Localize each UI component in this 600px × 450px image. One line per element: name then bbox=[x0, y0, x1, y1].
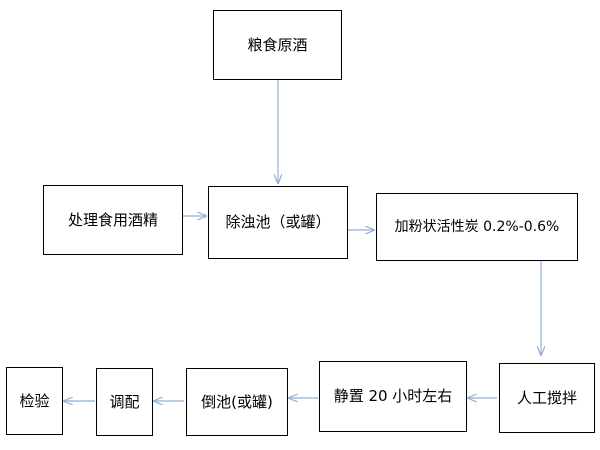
node-label: 加粉状活性炭 0.2%-0.6% bbox=[395, 219, 560, 235]
node-label: 倒池(或罐) bbox=[201, 393, 273, 411]
node-blending: 调配 bbox=[96, 368, 153, 436]
node-box bbox=[6, 367, 63, 435]
node-label: 人工搅拌 bbox=[517, 389, 577, 407]
edges bbox=[64, 80, 541, 401]
node-box bbox=[208, 186, 348, 259]
node-add-powdered-activated-carbon: 加粉状活性炭 0.2%-0.6% bbox=[376, 193, 578, 261]
node-box bbox=[186, 368, 288, 436]
node-label: 粮食原酒 bbox=[247, 36, 307, 54]
node-box bbox=[499, 363, 595, 433]
node-processed-edible-alcohol: 处理食用酒精 bbox=[43, 185, 183, 255]
node-inspection: 检验 bbox=[6, 367, 63, 435]
node-label: 调配 bbox=[109, 393, 139, 411]
node-transfer-tank: 倒池(或罐) bbox=[186, 368, 288, 436]
node-box bbox=[43, 185, 183, 255]
node-label: 静置 20 小时左右 bbox=[334, 387, 453, 405]
node-standing-20-hours: 静置 20 小时左右 bbox=[319, 361, 467, 432]
node-box bbox=[96, 368, 153, 436]
node-label: 处理食用酒精 bbox=[68, 211, 158, 229]
node-manual-stirring: 人工搅拌 bbox=[499, 363, 595, 433]
node-label: 除浊池（或罐） bbox=[225, 213, 330, 231]
node-box bbox=[213, 10, 342, 80]
node-box bbox=[376, 193, 578, 261]
node-box bbox=[319, 361, 467, 432]
node-sedimentation-tank: 除浊池（或罐） bbox=[208, 186, 348, 259]
node-label: 检验 bbox=[19, 392, 49, 410]
node-grain-base-liquor: 粮食原酒 bbox=[213, 10, 342, 80]
